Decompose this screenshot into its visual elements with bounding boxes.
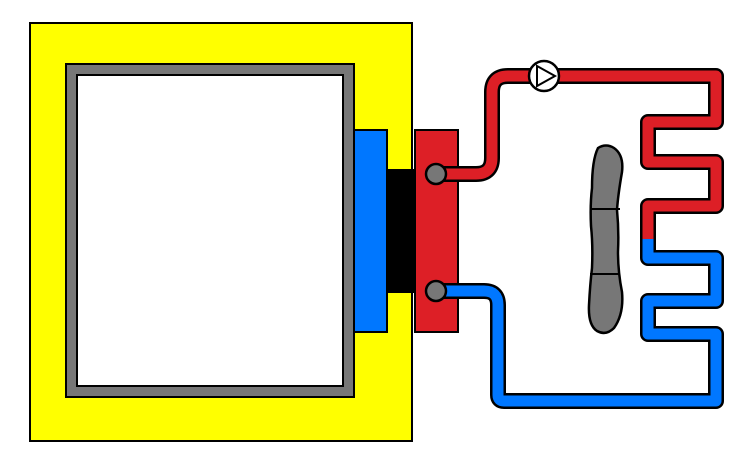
radiator-fan-icon — [587, 144, 624, 335]
thermoelectric-module — [386, 169, 416, 293]
cold-coolant-line — [436, 238, 722, 407]
hot-coolant-line — [436, 70, 722, 239]
inlet-fitting-icon — [424, 279, 448, 303]
cooled-chamber — [76, 74, 344, 387]
coolant-pump — [527, 59, 561, 93]
cold-side-plate — [353, 129, 388, 333]
pump-triangle-icon — [536, 64, 558, 88]
outlet-fitting-icon — [424, 162, 448, 186]
